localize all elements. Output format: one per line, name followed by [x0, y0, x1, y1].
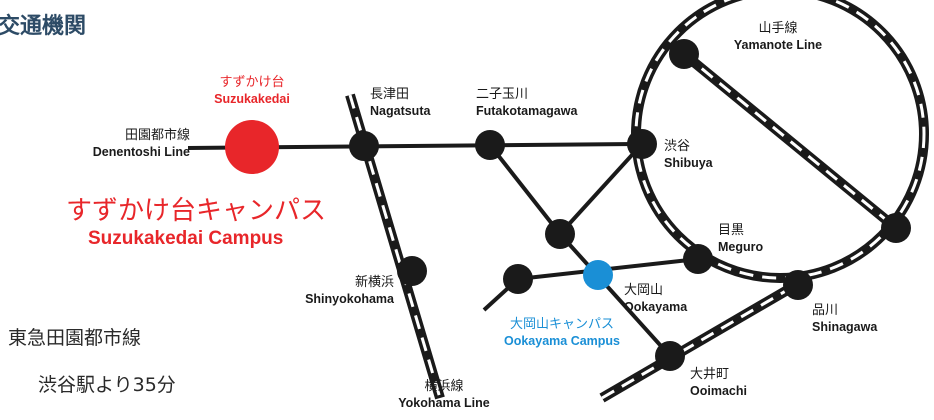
shinyokohama-label: 新横浜 Shinyokohama — [270, 274, 394, 308]
futakotamagawa-label-en: Futakotamagawa — [476, 104, 578, 118]
meguro-label-jp: 目黒 — [718, 223, 745, 238]
ooimachi-label-jp: 大井町 — [690, 367, 730, 382]
futakotamagawa-ookayama-link — [488, 143, 562, 236]
ooimachi-label-en: Ooimachi — [690, 384, 747, 398]
ooimachi-jr-line-track — [599, 273, 811, 403]
ookayama-label: 大岡山 Ookayama — [624, 282, 687, 316]
suzukakedai-campus-subtitle: Suzukakedai Campus — [88, 228, 284, 249]
suzukakedai-label: すずかけ台 Suzukakedai — [202, 74, 302, 108]
meguro-line-west-station-marker — [503, 264, 533, 294]
shibuya-station-marker — [627, 129, 657, 159]
yamanote-line-diagonal — [680, 50, 900, 232]
shinyokohama-label-jp: 新横浜 — [354, 275, 394, 290]
shinagawa-station-marker — [783, 270, 813, 300]
shinagawa-label-en: Shinagawa — [812, 320, 878, 334]
ookayama-label-en: Ookayama — [624, 300, 688, 314]
shibuya-label-en: Shibuya — [664, 156, 713, 170]
page-title: 交通機関 — [0, 14, 87, 39]
ookayama-station-marker — [583, 260, 613, 290]
ookayama-oimachi-line-track — [558, 232, 672, 358]
shibuya-label: 渋谷 Shibuya — [664, 138, 713, 172]
yamanote-line-label-en: Yamanote Line — [733, 38, 823, 52]
nagatsuta-label-jp: 長津田 — [370, 87, 410, 102]
shinagawa-label: 品川 Shinagawa — [812, 302, 877, 336]
meguro-station-marker — [683, 244, 713, 274]
futakotamagawa-label: 二子玉川 Futakotamagawa — [476, 86, 577, 120]
meguro-label-en: Meguro — [718, 240, 764, 254]
futakotamagawa-label-jp: 二子玉川 — [476, 87, 529, 102]
ookayama-campus-label-jp: 大岡山キャンパス — [509, 317, 614, 332]
yamanote-east-station-marker — [881, 213, 911, 243]
ooimachi-label: 大井町 Ooimachi — [690, 366, 747, 400]
ooimachi-station-marker — [655, 341, 685, 371]
yamanote-north-station-marker — [669, 39, 699, 69]
yokohama-line-label-jp: 横浜線 — [424, 379, 464, 394]
suzukakedai-campus-title: すずかけ台キャンパス — [66, 196, 327, 226]
junction-station-marker — [545, 219, 575, 249]
yokohama-line-label-en: Yokohama Line — [398, 396, 490, 410]
yokohama-line-label: 横浜線 Yokohama Line — [384, 378, 504, 412]
suzukakedai-station-marker — [225, 120, 279, 174]
futakotamagawa-station-marker — [475, 130, 505, 160]
ookayama-label-jp: 大岡山 — [624, 283, 664, 298]
nagatsuta-label-en: Nagatsuta — [370, 104, 431, 118]
shinyokohama-label-en: Shinyokohama — [305, 292, 394, 306]
denentoshi-line-label-jp: 田園都市線 — [124, 128, 190, 143]
access-travel-time: 渋谷駅より35分 — [38, 374, 176, 396]
meguro-label: 目黒 Meguro — [718, 222, 763, 256]
access-line-name: 東急田園都市線 — [8, 327, 142, 349]
yamanote-line-label-jp: 山手線 — [758, 21, 798, 36]
shinyokohama-station-marker — [397, 256, 427, 286]
suzukakedai-label-en: Suzukakedai — [214, 92, 290, 106]
yamanote-line-label: 山手線 Yamanote Line — [718, 20, 838, 54]
shibuya-ookayama-link — [558, 142, 644, 236]
denentoshi-line-label-en: Denentoshi Line — [92, 145, 190, 159]
suzukakedai-label-jp: すずかけ台 — [219, 75, 285, 90]
shibuya-label-jp: 渋谷 — [664, 139, 691, 154]
ookayama-campus-label-en: Ookayama Campus — [503, 334, 621, 348]
nagatsuta-station-marker — [349, 131, 379, 161]
ookayama-campus-label: 大岡山キャンパス Ookayama Campus — [482, 316, 642, 350]
nagatsuta-label: 長津田 Nagatsuta — [370, 86, 430, 120]
shinagawa-label-jp: 品川 — [812, 303, 839, 318]
denentoshi-line-label: 田園都市線 Denentoshi Line — [40, 127, 190, 161]
